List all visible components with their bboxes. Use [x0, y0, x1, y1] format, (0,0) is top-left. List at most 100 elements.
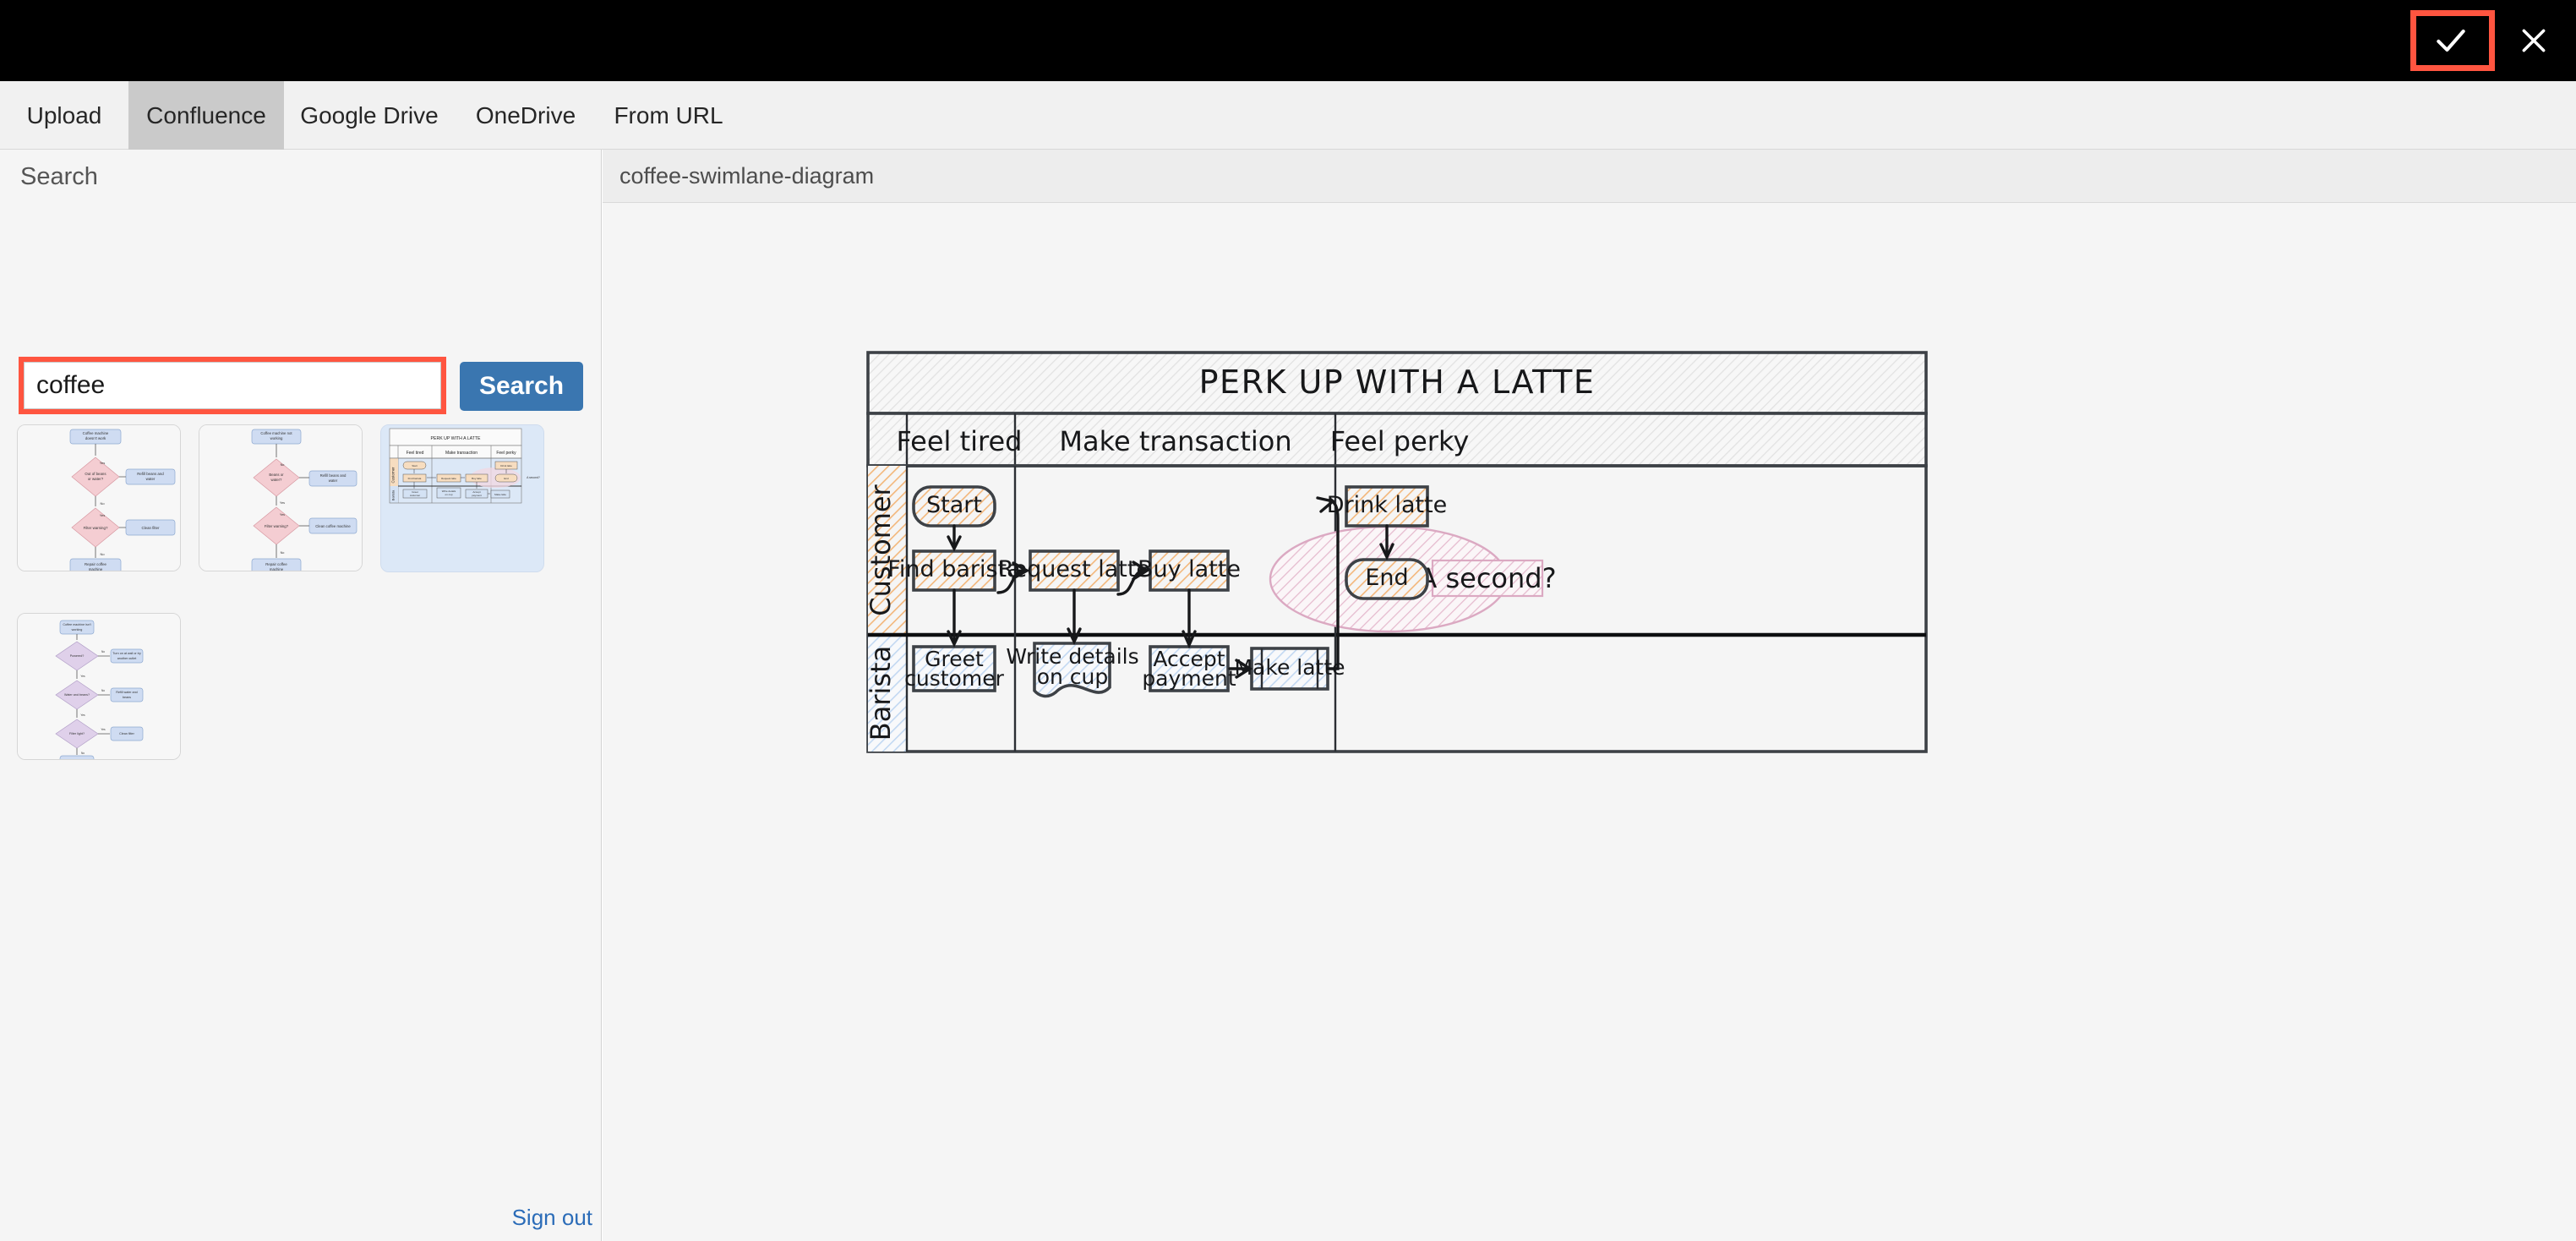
swimlane-diagram: .sk { font-family: "DejaVu Sans", sans-s…: [865, 349, 2065, 759]
svg-text:Refill beans and: Refill beans and: [320, 473, 347, 478]
svg-text:water?: water?: [271, 478, 283, 482]
file-name-bar: coffee-swimlane-diagram: [603, 150, 2576, 203]
svg-text:beans: beans: [123, 696, 131, 699]
svg-text:payment: payment: [472, 494, 482, 497]
node-request-latte-label: Request latte: [998, 556, 1150, 582]
svg-text:Coffee machine not: Coffee machine not: [260, 431, 292, 435]
svg-text:Feel tired: Feel tired: [407, 451, 424, 456]
lane-label-barista: Barista: [865, 646, 897, 741]
svg-text:Greet: Greet: [412, 490, 418, 494]
svg-text:Refill water and: Refill water and: [116, 691, 137, 694]
svg-text:Accept: Accept: [472, 490, 480, 494]
svg-text:Clean filter: Clean filter: [142, 526, 161, 530]
check-icon: [2437, 29, 2465, 52]
svg-text:No: No: [101, 689, 105, 692]
svg-text:working: working: [72, 628, 83, 631]
search-label: Search: [20, 163, 98, 190]
svg-text:Write details: Write details: [442, 489, 456, 493]
svg-text:Yes: Yes: [100, 461, 106, 465]
preview-panel: coffee-swimlane-diagram: [603, 150, 2576, 1241]
node-accept-payment-label-1: Accept: [1153, 647, 1225, 671]
svg-text:Yes: Yes: [100, 513, 106, 517]
phase-label-make-transaction: Make transaction: [1059, 425, 1291, 457]
svg-text:water: water: [146, 477, 156, 481]
tab-google-drive[interactable]: Google Drive: [300, 101, 439, 128]
svg-text:Yes: Yes: [80, 675, 85, 678]
tab-upload[interactable]: Upload: [26, 101, 102, 128]
close-button[interactable]: [2493, 0, 2574, 81]
svg-text:Filter light?: Filter light?: [69, 732, 85, 735]
close-icon: [2522, 29, 2546, 52]
svg-text:on cup: on cup: [445, 493, 452, 496]
svg-text:No: No: [281, 551, 285, 555]
search-input[interactable]: [24, 362, 441, 409]
node-start-label: Start: [926, 492, 982, 518]
svg-text:Beans or: Beans or: [269, 473, 284, 477]
confirm-button[interactable]: [2410, 0, 2491, 81]
window-titlebar: [0, 0, 2576, 81]
svg-text:Feel perky: Feel perky: [496, 451, 516, 456]
list-item-selected[interactable]: PERK UP WITH A LATTE Customer Barista Fe…: [380, 424, 544, 572]
source-tabs: Upload Confluence Google Drive OneDrive …: [0, 81, 2576, 150]
node-drink-latte-label: Drink latte: [1327, 492, 1448, 518]
tab-from-url[interactable]: From URL: [614, 101, 723, 128]
svg-text:Repair coffee: Repair coffee: [85, 562, 107, 566]
svg-text:Yes: Yes: [101, 728, 106, 731]
svg-text:No: No: [101, 650, 105, 653]
sign-out-link[interactable]: Sign out: [511, 1205, 592, 1230]
svg-text:machine: machine: [89, 567, 103, 571]
svg-text:Start: Start: [412, 464, 418, 467]
file-name-label: coffee-swimlane-diagram: [619, 162, 875, 189]
search-button[interactable]: Search: [460, 362, 583, 411]
svg-text:End: End: [504, 477, 509, 480]
svg-text:No: No: [100, 552, 105, 556]
node-greet-customer[interactable]: [912, 645, 996, 692]
diagram-edges: [947, 496, 1394, 679]
diagram-canvas[interactable]: .sk { font-family: "DejaVu Sans", sans-s…: [603, 204, 2576, 1241]
svg-text:Clean coffee machine: Clean coffee machine: [315, 524, 351, 528]
node-make-latte-label: Make latte: [1234, 655, 1345, 680]
svg-text:working: working: [270, 436, 283, 440]
svg-text:Powered?: Powered?: [70, 654, 85, 658]
svg-text:PERK UP WITH A LATTE: PERK UP WITH A LATTE: [431, 436, 481, 441]
svg-text:Water and beans?: Water and beans?: [64, 693, 90, 697]
svg-text:Make latte: Make latte: [494, 493, 506, 496]
svg-text:Make transaction: Make transaction: [445, 451, 478, 456]
node-request-latte[interactable]: [1029, 549, 1120, 592]
svg-text:Yes: Yes: [280, 513, 285, 517]
lane-label-customer: Customer: [865, 484, 897, 615]
diagram-title: PERK UP WITH A LATTE: [1199, 364, 1596, 401]
svg-text:customer: customer: [410, 494, 420, 497]
node-write-details-label-2: on cup: [1037, 664, 1109, 689]
svg-text:water: water: [329, 478, 338, 483]
svg-text:Filter warning?: Filter warning?: [265, 524, 289, 528]
svg-text:Request latte: Request latte: [441, 477, 456, 480]
annotation-label: A second?: [1418, 562, 1556, 594]
svg-text:Out of beans: Out of beans: [85, 472, 106, 476]
svg-text:Yes: Yes: [80, 713, 85, 717]
swimlane-diagram-svg: .sk { font-family: "DejaVu Sans", sans-s…: [865, 351, 1928, 753]
node-write-details[interactable]: [1033, 642, 1111, 698]
node-find-barista-label: Find barista: [887, 556, 1020, 582]
svg-text:Turn on at wall or try: Turn on at wall or try: [112, 652, 141, 655]
svg-text:Refill beans and: Refill beans and: [137, 472, 164, 476]
svg-text:No: No: [81, 752, 85, 755]
search-sidebar: Search Search: [0, 150, 602, 1241]
svg-text:or water?: or water?: [88, 477, 104, 481]
svg-text:Find barista: Find barista: [408, 477, 422, 480]
svg-text:Filter warning?: Filter warning?: [84, 526, 108, 530]
tab-confluence[interactable]: Confluence: [128, 81, 284, 150]
node-accept-payment[interactable]: [1149, 645, 1230, 692]
tab-onedrive[interactable]: OneDrive: [475, 101, 576, 128]
svg-text:another outlet: another outlet: [117, 657, 137, 660]
node-write-details-label-1: Write details: [1006, 644, 1138, 669]
svg-text:Yes: Yes: [280, 501, 285, 505]
node-accept-payment-label-2: payment: [1142, 666, 1236, 691]
svg-text:machine: machine: [270, 567, 284, 571]
node-greet-customer-label-2: customer: [904, 666, 1004, 691]
